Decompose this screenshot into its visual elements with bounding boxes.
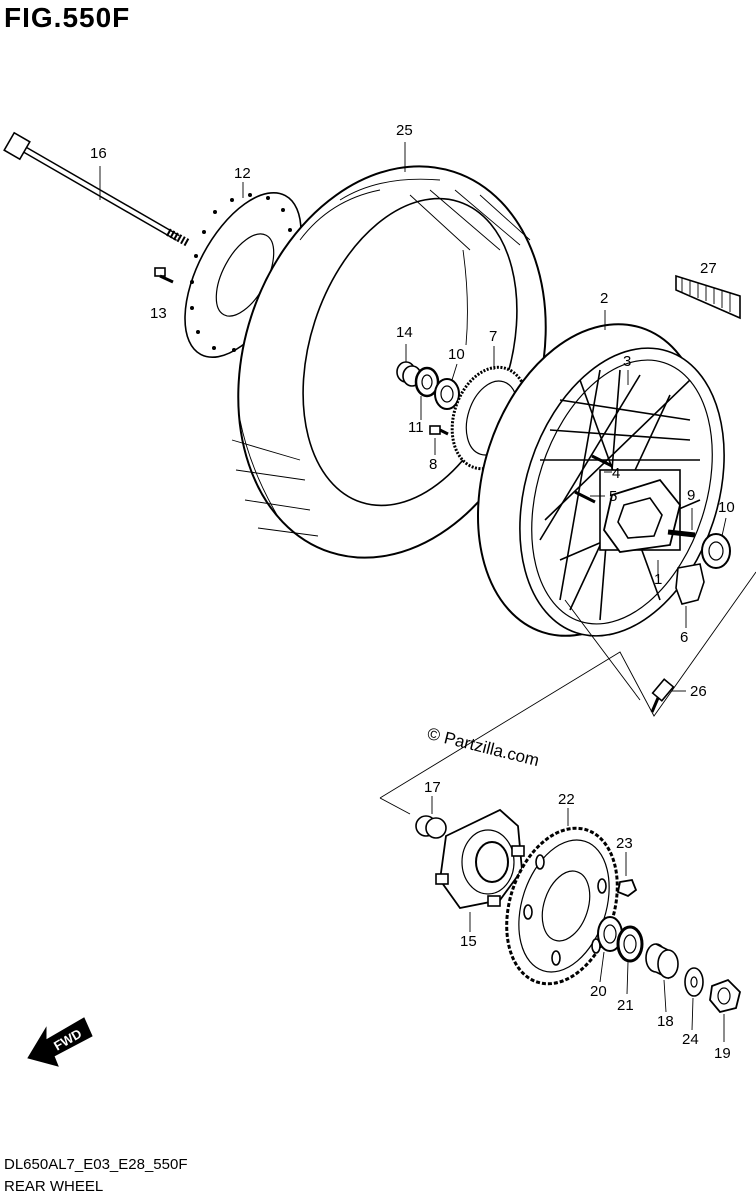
callout-16: 16 bbox=[90, 145, 107, 162]
balance-weight-part bbox=[675, 274, 741, 320]
callout-9: 9 bbox=[687, 487, 695, 504]
wheel-rim-part bbox=[477, 323, 725, 637]
ring-screw-part bbox=[429, 425, 449, 436]
callout-22: 22 bbox=[558, 791, 575, 808]
callout-5: 5 bbox=[609, 488, 617, 505]
callout-13: 13 bbox=[150, 305, 167, 322]
callout-12: 12 bbox=[234, 165, 251, 182]
bearing-right-part bbox=[701, 533, 731, 569]
leader-21 bbox=[626, 961, 629, 995]
oil-seal-part bbox=[414, 366, 440, 398]
callout-19: 19 bbox=[714, 1045, 731, 1062]
callout-2: 2 bbox=[600, 290, 608, 307]
disc-bolt-part bbox=[154, 267, 174, 284]
figure-title: FIG.550F bbox=[4, 2, 131, 33]
leader-18 bbox=[663, 979, 667, 1013]
callout-labels: 1 2 3 4 5 6 7 8 9 10 10 11 12 13 14 15 1… bbox=[90, 122, 735, 1062]
sprocket-drum-part bbox=[435, 808, 525, 909]
figure-name: REAR WHEEL bbox=[4, 1178, 104, 1195]
figure-code: DL650AL7_E03_E28_550F bbox=[4, 1156, 188, 1173]
callout-24: 24 bbox=[682, 1031, 699, 1048]
fwd-arrow-icon: FWD bbox=[27, 1017, 93, 1067]
callout-27: 27 bbox=[700, 260, 717, 277]
leader-24 bbox=[691, 997, 694, 1031]
axle-nut-part bbox=[709, 978, 741, 1014]
assembly-guide-lines bbox=[379, 571, 756, 815]
callout-23: 23 bbox=[616, 835, 633, 852]
drum-seal-part bbox=[616, 925, 644, 963]
callout-26: 26 bbox=[690, 683, 707, 700]
leader-10b bbox=[721, 517, 727, 537]
sprocket-part bbox=[505, 826, 619, 986]
drum-spacer-part bbox=[415, 815, 447, 839]
callout-8: 8 bbox=[429, 456, 437, 473]
callout-17: 17 bbox=[424, 779, 441, 796]
callout-10: 10 bbox=[718, 499, 735, 516]
callout-1: 1 bbox=[654, 571, 662, 588]
callout-21: 21 bbox=[617, 997, 634, 1014]
callout-18: 18 bbox=[657, 1013, 674, 1030]
callout-14: 14 bbox=[396, 324, 413, 341]
sprocket-nut-part bbox=[616, 878, 638, 898]
bearing-left-part bbox=[434, 378, 460, 410]
callout-7: 7 bbox=[489, 328, 497, 345]
leader-10a bbox=[451, 363, 458, 381]
washer-part bbox=[684, 967, 704, 997]
valve-part bbox=[650, 678, 675, 713]
callout-3: 3 bbox=[623, 353, 631, 370]
callout-15: 15 bbox=[460, 933, 477, 950]
callout-4: 4 bbox=[612, 465, 620, 482]
callout-6: 6 bbox=[680, 629, 688, 646]
callout-10: 10 bbox=[448, 346, 465, 363]
callout-11: 11 bbox=[408, 419, 424, 436]
leader-20 bbox=[599, 951, 605, 983]
damper-part bbox=[675, 563, 705, 605]
callout-25: 25 bbox=[396, 122, 413, 139]
collar-part bbox=[645, 943, 679, 980]
callout-20: 20 bbox=[590, 983, 607, 1000]
spoke-nipple-part bbox=[574, 454, 613, 504]
